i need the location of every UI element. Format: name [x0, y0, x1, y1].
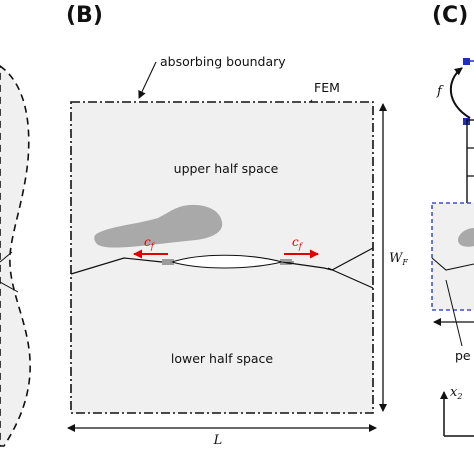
x2-subscript: 2 [456, 392, 462, 401]
fault-line-right [281, 247, 374, 271]
f-label: f [436, 84, 444, 99]
wf-symbol: W [389, 251, 404, 266]
cf-right-symbol: c [292, 235, 299, 249]
panel-a-fault-line-upper [0, 251, 13, 263]
panel-c-domain [431, 202, 474, 311]
panel-c-pe-label: pe [455, 348, 471, 363]
panel-c-pointer-line [445, 279, 463, 347]
panel-c-fragment: f pe x2 [431, 58, 474, 437]
panel-c-label: (C) [432, 3, 468, 28]
panel-a-fragment [0, 65, 31, 447]
cf-left-symbol: c [144, 235, 151, 249]
rupture-zone [160, 254, 294, 269]
absorbing-boundary-label: absorbing boundary [160, 54, 286, 69]
lower-half-space-label: lower half space [171, 351, 274, 366]
panel-a-domain [0, 65, 31, 447]
fault-line-left [70, 257, 163, 275]
fem-label: FEM [314, 80, 340, 95]
panel-c-fault [431, 257, 474, 271]
upper-half-space-label: upper half space [174, 161, 279, 176]
cohesive-zone-right [280, 259, 294, 265]
panel-a-fault-line-lower [0, 281, 19, 293]
panel-b-label: (B) [66, 3, 103, 28]
cf-left-subscript: f [150, 242, 156, 251]
cf-right-label: cf [292, 235, 304, 251]
wf-label: WF [389, 251, 408, 267]
heterogeneity-blob [94, 204, 223, 248]
fault-branch-right [327, 267, 374, 289]
force-curve-arrow [449, 67, 471, 119]
x2-label: x2 [450, 385, 462, 401]
stack-box-frame [466, 119, 474, 207]
stack-dividers [467, 147, 474, 177]
length-label: L [213, 433, 223, 448]
absorbing-boundary-arrow [138, 61, 157, 99]
cohesive-zone-left [160, 259, 174, 265]
cf-right-subscript: f [298, 242, 304, 251]
cf-left-label: cf [144, 235, 156, 251]
blue-node-top [463, 58, 470, 65]
wf-subscript: F [401, 258, 408, 267]
panel-c-blob [458, 228, 474, 247]
x2-symbol: x [450, 385, 458, 400]
